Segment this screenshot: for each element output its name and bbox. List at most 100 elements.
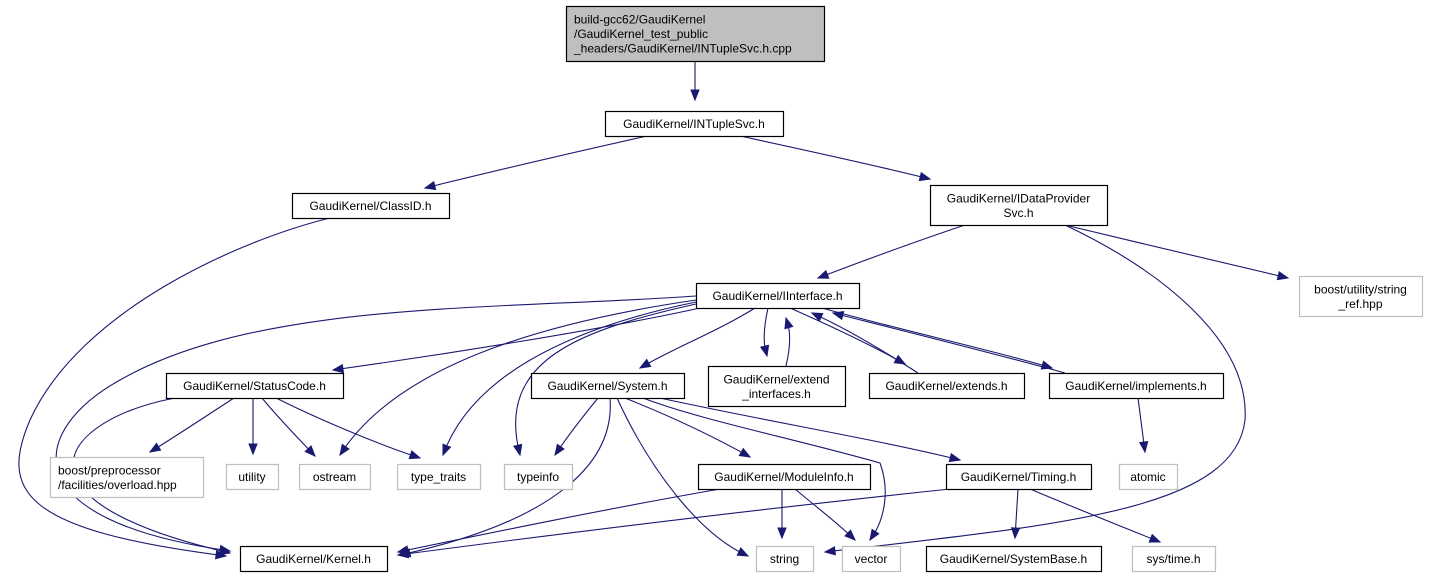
node-label: type_traits — [411, 470, 466, 484]
edge-line — [275, 397, 421, 459]
arrowhead-icon — [248, 443, 258, 456]
node-box — [396, 463, 482, 491]
node-label: GaudiKernel/implements.h — [1065, 379, 1206, 393]
arrowhead-icon — [148, 442, 162, 453]
arrowhead-icon — [1010, 527, 1021, 540]
node-systime: sys/time.h — [1131, 545, 1217, 573]
node-implements[interactable]: GaudiKernel/implements.h — [1048, 372, 1225, 400]
arrowhead-icon — [218, 545, 232, 556]
node-label: /GaudiKernel_test_public — [574, 27, 708, 41]
edge-system-to-vector — [642, 397, 886, 542]
node-extends[interactable]: GaudiKernel/extends.h — [868, 372, 1026, 400]
edge-line — [339, 299, 697, 456]
arrowhead-icon — [738, 447, 752, 458]
arrowhead-icon — [759, 344, 770, 358]
node-box — [298, 463, 372, 491]
edge-statuscode-to-overload — [148, 397, 235, 453]
arrowhead-icon — [816, 269, 830, 279]
nodes-layer: build-gcc62/GaudiKernel/GaudiKernel_test… — [49, 5, 1424, 573]
edge-iinterface-to-kernel — [55, 295, 697, 555]
edge-statuscode-to-ostream — [261, 397, 316, 457]
node-timing[interactable]: GaudiKernel/Timing.h — [945, 463, 1093, 491]
node-root[interactable]: build-gcc62/GaudiKernel/GaudiKernel_test… — [565, 5, 826, 63]
node-label: GaudiKernel/extend — [723, 372, 829, 386]
edge-idataprovidersvc-to-iinterface — [816, 224, 966, 279]
edge-line — [424, 135, 648, 189]
node-overload: boost/preprocessor/facilities/overload.h… — [49, 456, 205, 499]
edge-line — [397, 488, 721, 553]
edge-line — [554, 397, 599, 456]
node-label: string — [770, 552, 799, 566]
node-box — [925, 545, 1103, 573]
edge-line — [639, 307, 756, 369]
arrowhead-icon — [1276, 270, 1290, 281]
node-extend-interfaces[interactable]: GaudiKernel/extend_interfaces.h — [707, 365, 847, 408]
node-box — [868, 372, 1026, 400]
node-label: GaudiKernel/System.h — [547, 379, 667, 393]
node-label: GaudiKernel/SystemBase.h — [940, 552, 1087, 566]
arrowhead-icon — [1138, 440, 1149, 454]
node-box — [841, 545, 902, 573]
arrowhead-icon — [893, 354, 907, 365]
node-label: GaudiKernel/extends.h — [885, 379, 1007, 393]
edge-statuscode-to-type_traits — [275, 397, 422, 460]
edge-implements-to-iinterface — [831, 310, 1066, 374]
edge-line — [739, 135, 931, 180]
node-statuscode[interactable]: GaudiKernel/StatusCode.h — [165, 372, 345, 400]
arrowhead-icon — [948, 452, 962, 463]
edge-line — [442, 301, 697, 456]
node-label: GaudiKernel/Timing.h — [961, 470, 1077, 484]
node-kernel[interactable]: GaudiKernel/Kernel.h — [239, 545, 389, 573]
node-box — [695, 282, 861, 310]
arrowhead-icon — [339, 443, 350, 457]
node-label: _interfaces.h — [741, 387, 811, 401]
arrowhead-icon — [831, 310, 845, 321]
edge-line — [1064, 224, 1289, 279]
arrowhead-icon — [784, 316, 794, 330]
edge-intuplesvc-to-classid — [423, 135, 648, 191]
node-label: GaudiKernel/Kernel.h — [256, 552, 371, 566]
edge-system-to-timing — [659, 397, 962, 463]
arrowhead-icon — [918, 171, 932, 182]
node-label: _headers/GaudiKernel/INTupleSvc.h.cpp — [573, 42, 792, 56]
arrowhead-icon — [1148, 533, 1162, 543]
node-systembase[interactable]: GaudiKernel/SystemBase.h — [925, 545, 1103, 573]
node-label: GaudiKernel/ModuleInfo.h — [714, 470, 853, 484]
node-system[interactable]: GaudiKernel/System.h — [530, 372, 686, 400]
arrowhead-icon — [869, 528, 880, 542]
node-label: utility — [238, 470, 265, 484]
node-label: Svc.h — [1003, 206, 1033, 220]
node-vector: vector — [841, 545, 902, 573]
arrowhead-icon — [823, 546, 836, 556]
node-classid[interactable]: GaudiKernel/ClassID.h — [291, 192, 451, 220]
node-label: GaudiKernel/IDataProvider — [947, 191, 1090, 205]
node-label: sys/time.h — [1146, 552, 1200, 566]
edge-implements-to-atomic — [1137, 397, 1149, 454]
edge-line — [261, 397, 316, 457]
edge-line — [817, 224, 966, 279]
edge-timing-to-systembase — [1010, 488, 1021, 540]
node-moduleinfo[interactable]: GaudiKernel/ModuleInfo.h — [697, 463, 872, 491]
node-label: _ref.hpp — [1337, 297, 1382, 311]
edge-line — [55, 295, 697, 552]
node-label: GaudiKernel/ClassID.h — [309, 199, 431, 213]
edge-line — [794, 488, 856, 541]
node-typeinfo: typeinfo — [503, 463, 574, 491]
node-label: boost/utility/string — [1314, 282, 1407, 296]
node-label: GaudiKernel/IInterface.h — [712, 289, 842, 303]
node-intuplesvc[interactable]: GaudiKernel/INTupleSvc.h — [604, 110, 785, 138]
edge-iinterface-to-system — [638, 307, 756, 369]
node-box — [239, 545, 389, 573]
node-iinterface[interactable]: GaudiKernel/IInterface.h — [695, 282, 861, 310]
edge-iinterface-to-statuscode — [331, 307, 701, 374]
node-box — [697, 463, 872, 491]
arrowhead-icon — [442, 443, 452, 457]
edge-system-to-string — [616, 397, 750, 557]
edge-extends-to-iinterface — [810, 312, 919, 374]
arrowhead-icon — [331, 363, 345, 374]
node-label: ostream — [313, 470, 356, 484]
node-box — [1131, 545, 1217, 573]
arrowhead-icon — [777, 527, 787, 540]
node-box — [565, 5, 826, 63]
